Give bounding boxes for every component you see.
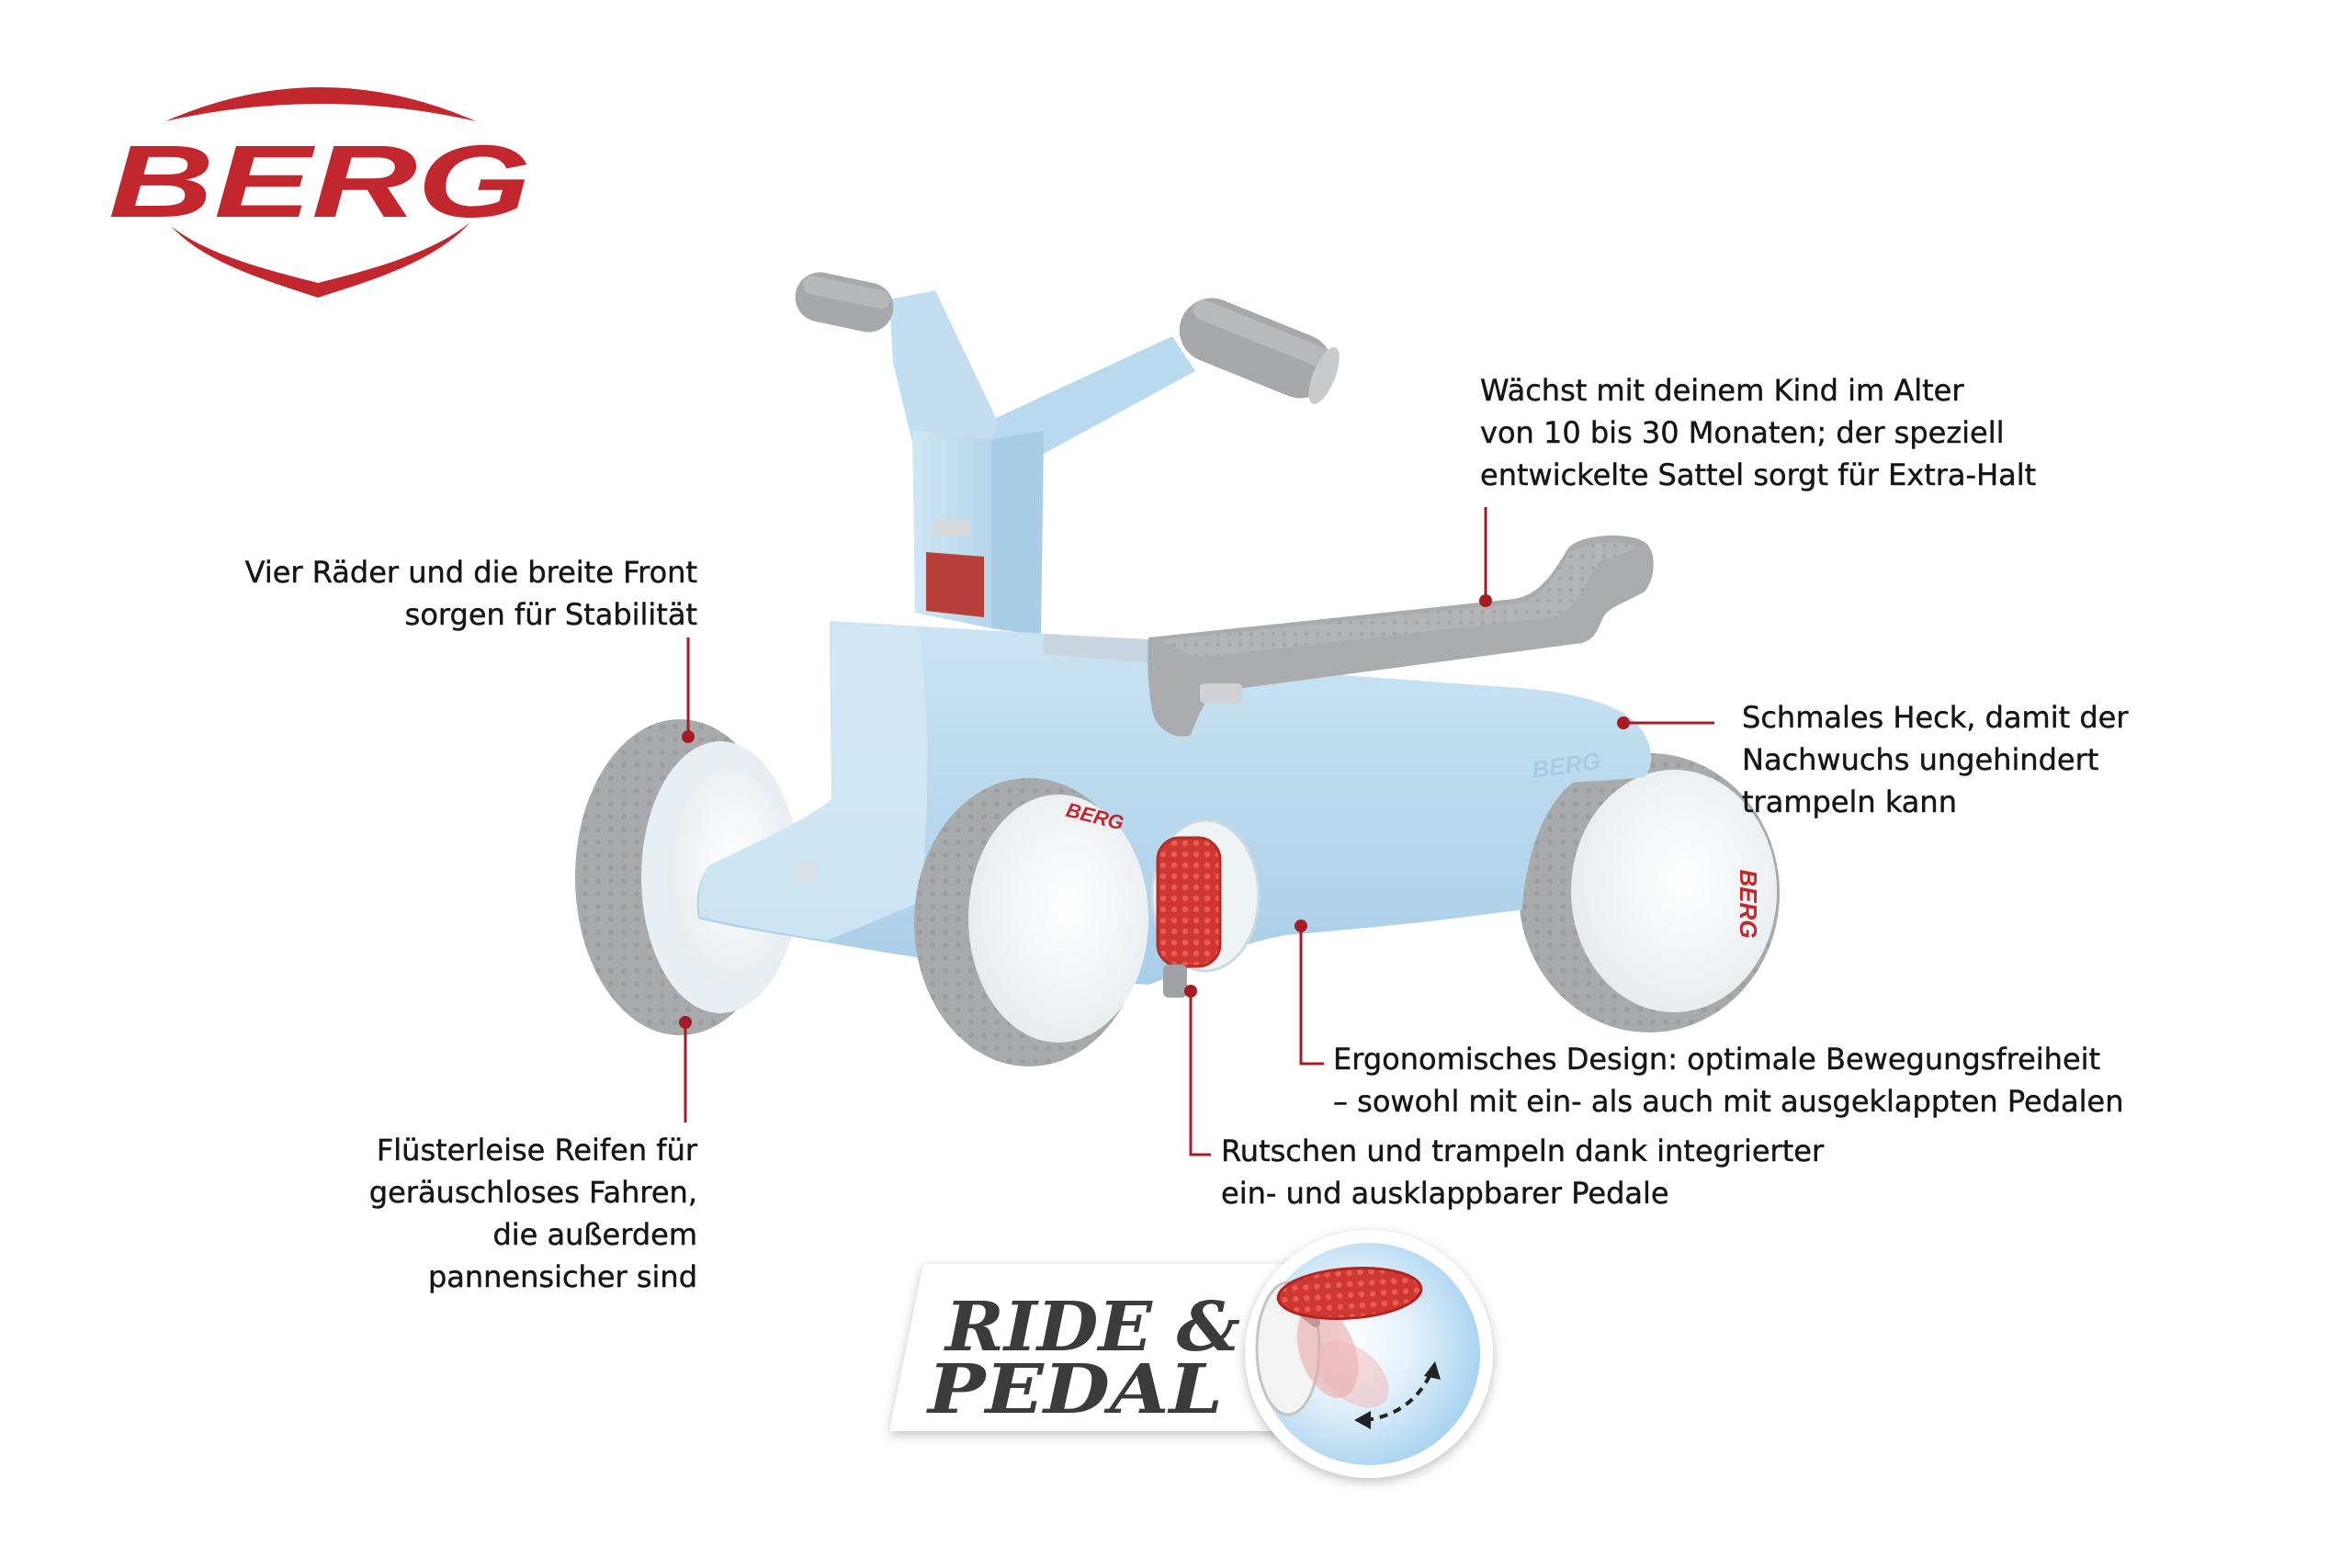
leader-line-ergonomics (1299, 926, 1324, 1066)
berg-logo: BERG (108, 87, 531, 298)
callout-line: trampeln kann (1742, 784, 1957, 819)
leader-dot-stability (682, 730, 695, 743)
body-top-trim (1044, 634, 1150, 663)
callout-line: Wächst mit deinem Kind im Alter (1480, 373, 1964, 408)
badge-line-1: RIDE & (944, 1288, 1240, 1367)
seat-top (1159, 542, 1639, 658)
leader-dot-rear (1617, 716, 1630, 729)
callout-line: ein- und ausklappbarer Pedale (1221, 1176, 1669, 1211)
steering-red-block (926, 552, 984, 617)
body-front-panel (698, 625, 928, 941)
fold-arrow-head-down (1354, 1411, 1371, 1429)
pedal-ghost-icon-2 (1316, 1340, 1389, 1408)
fold-arrow-icon (1364, 1371, 1433, 1422)
wheel-rear-right: BERG (1519, 753, 1780, 1032)
callout-pedals: Rutschen und trampeln dank integrierter … (1221, 1130, 1825, 1214)
callout-line: – sowohl mit ein- als auch mit ausgeklap… (1333, 1084, 2124, 1119)
callout-line: Vier Räder und die breite Front (244, 555, 697, 590)
leader-dot-seat (1479, 594, 1492, 607)
right-grip (1179, 298, 1340, 404)
pedal-assembly (1150, 818, 1261, 998)
callout-line: Nachwuchs ungehindert (1742, 742, 2099, 777)
badge-plate (889, 1264, 1323, 1431)
callout-stability: Vier Räder und die breite Front sorgen f… (244, 551, 697, 636)
handlebar-left-arm (889, 290, 999, 454)
logo-shield-bottom (171, 222, 470, 298)
callout-seat: Wächst mit deinem Kind im Alter von 10 b… (1480, 369, 2037, 496)
leader-dot-ergonomics (1295, 919, 1307, 932)
fold-arrow-head-up (1424, 1361, 1441, 1380)
ride-on-vehicle: BERG BERG BERG (575, 272, 1780, 1066)
left-grip (795, 272, 894, 333)
handlebar-right-arm (984, 336, 1195, 461)
callout-line: entwickelte Sattel sorgt für Extra-Halt (1480, 457, 2037, 492)
pedal-red (1156, 836, 1222, 968)
steering-badge (933, 520, 970, 536)
hub-front (968, 795, 1148, 1043)
pedal-red-icon (1276, 1267, 1423, 1320)
badge-line-2: PEDAL (926, 1350, 1223, 1429)
leader-dots (679, 594, 1630, 1029)
callout-line: Schmales Heck, damit der (1742, 700, 2129, 735)
callout-tyres: Flüsterleise Reifen für geräuschloses Fa… (368, 1129, 698, 1298)
seat-badge (1200, 683, 1242, 704)
callout-line: Flüsterleise Reifen für (376, 1133, 698, 1168)
hub-rear-right (1571, 770, 1777, 1012)
callout-line: von 10 bis 30 Monaten; der speziell (1480, 415, 2005, 450)
steering-column-side (991, 431, 1044, 636)
pedal-fold-illustration (1255, 1267, 1441, 1429)
callout-line: geräuschloses Fahren, (368, 1175, 698, 1210)
wheel-logo-rear: BERG (1735, 869, 1762, 938)
callout-line: Ergonomisches Design: optimale Bewegungs… (1333, 1042, 2101, 1077)
leader-lines (684, 507, 1714, 1156)
pedal-arm (1163, 964, 1187, 998)
callout-line: die außerdem (492, 1217, 697, 1252)
callout-line: Rutschen und trampeln dank integrierter (1221, 1134, 1825, 1168)
leader-dot-tyres (679, 1016, 692, 1029)
leader-line-pedals (1189, 991, 1211, 1156)
logo-wordmark: BERG (108, 124, 531, 239)
logo-top-arch (165, 87, 476, 121)
callout-line: sorgen für Stabilität (404, 597, 697, 632)
wheel-front: BERG (914, 778, 1148, 1066)
ride-and-pedal-badge: RIDE & PEDAL (889, 1230, 1493, 1478)
callout-ergonomics: Ergonomisches Design: optimale Bewegungs… (1333, 1038, 2124, 1122)
callout-rear: Schmales Heck, damit der Nachwuchs ungeh… (1742, 696, 2129, 823)
leader-dot-pedals (1184, 985, 1197, 998)
callout-line: pannensicher sind (427, 1259, 698, 1294)
seat (1148, 536, 1654, 737)
front-badge (794, 862, 818, 882)
